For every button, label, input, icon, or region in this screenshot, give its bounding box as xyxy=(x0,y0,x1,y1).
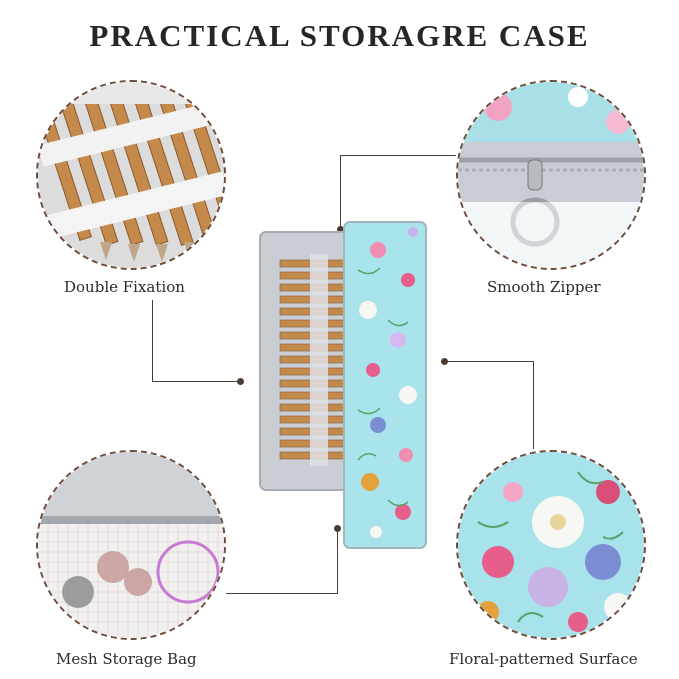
mesh-storage-bag-label: Mesh Storage Bag xyxy=(56,650,197,668)
page-title: PRACTICAL STORAGRE CASE xyxy=(89,18,590,53)
smooth-zipper-label: Smooth Zipper xyxy=(487,278,601,296)
connector-line xyxy=(337,528,338,594)
connector-dot xyxy=(237,378,244,385)
smooth-zipper-image xyxy=(456,80,646,270)
floral-surface-image xyxy=(456,450,646,640)
floral-surface-label: Floral-patterned Surface xyxy=(449,650,638,668)
connector-line xyxy=(340,155,341,229)
connector-dot xyxy=(334,525,341,532)
connector-line xyxy=(152,381,240,382)
connector-dot xyxy=(337,226,344,233)
product-case-image xyxy=(258,220,428,550)
connector-line xyxy=(226,593,338,594)
connector-line xyxy=(444,361,534,362)
connector-line xyxy=(340,155,456,156)
double-fixation-label: Double Fixation xyxy=(64,278,185,296)
connector-line xyxy=(152,300,153,382)
connector-line xyxy=(533,361,534,449)
double-fixation-image xyxy=(36,80,226,270)
mesh-storage-bag-image xyxy=(36,450,226,640)
